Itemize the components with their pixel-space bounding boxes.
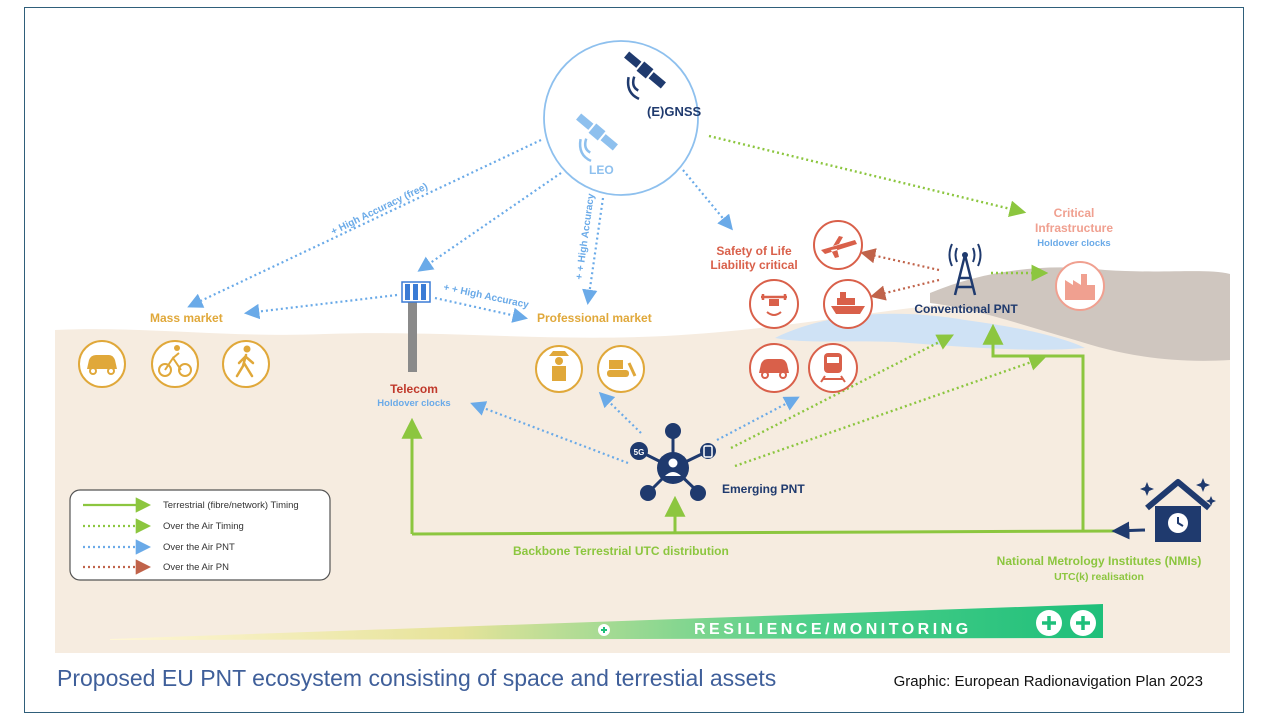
satellite-egnss-icon	[624, 51, 666, 101]
arrow-space-to-safety-of-life	[682, 169, 733, 231]
leo-label: LEO	[589, 163, 614, 177]
factory-icon	[1055, 261, 1105, 311]
label-high-accuracy-free: + High Accuracy (free)	[329, 181, 429, 237]
arrow-telecom-to-professional	[434, 296, 529, 323]
emerging-pnt-title: Emerging PNT	[722, 482, 805, 496]
plus-icon	[1036, 610, 1062, 636]
arrow-telecom-to-mass-market	[243, 293, 398, 320]
arrow-emerging-to-critical	[734, 354, 1047, 468]
radio-tower-icon	[948, 243, 982, 296]
emerging-pnt-hub-icon: 5G	[630, 423, 716, 501]
legend-item-ota-timing: Over the Air Timing	[83, 518, 244, 534]
mountain-area	[930, 267, 1230, 361]
telecom-tower-icon	[401, 281, 431, 372]
pnt-ecosystem-diagram: (E)GNSS LEO + High Accuracy (free) + + H…	[55, 40, 1230, 653]
critical-infrastructure-line2: Infrastructure	[1035, 221, 1113, 235]
resilience-label: RESILIENCE/MONITORING	[694, 621, 972, 638]
mass-market-icons	[78, 340, 270, 388]
figure-caption: Proposed EU PNT ecosystem consisting of …	[57, 665, 777, 691]
backbone-line	[411, 529, 1118, 536]
arrow-space-to-critical-infrastructure	[708, 134, 1027, 218]
hub-5g-badge: 5G	[634, 448, 645, 457]
resilience-bar: RESILIENCE/MONITORING	[110, 604, 1103, 640]
critical-infrastructure-subtitle: Holdover clocks	[1037, 238, 1110, 249]
car-icon	[749, 343, 799, 393]
farmer-icon	[535, 345, 583, 393]
legend-label-ota-pn: Over the Air PN	[163, 562, 229, 573]
professional-market-icons	[535, 345, 645, 393]
arrow-space-to-mass-market	[187, 139, 542, 308]
telecom-title: Telecom	[390, 382, 438, 396]
nmi-to-backbone-arrow	[1111, 521, 1146, 540]
safety-of-life-icons	[749, 220, 873, 393]
ship-icon	[823, 279, 873, 329]
pedestrian-icon	[222, 340, 270, 388]
car-icon	[78, 340, 126, 388]
professional-market-title: Professional market	[537, 311, 652, 325]
nmi-house-icon	[1140, 478, 1216, 542]
arrow-conventional-to-airplane	[859, 248, 940, 272]
backbone-to-critical	[982, 323, 1085, 531]
airplane-icon	[813, 220, 863, 270]
legend-item-ota-pn: Over the Air PN	[83, 559, 229, 575]
legend-label-ota-pnt: Over the Air PNT	[163, 542, 235, 553]
safety-of-life-line1: Safety of Life	[716, 244, 792, 258]
arrow-emerging-to-professional	[598, 391, 642, 434]
legend-label-ota-timing: Over the Air Timing	[163, 521, 244, 532]
backbone-label: Backbone Terrestrial UTC distribution	[513, 544, 729, 558]
conventional-pnt-title: Conventional PNT	[914, 302, 1018, 316]
diagram-frame: (E)GNSS LEO + High Accuracy (free) + + H…	[24, 7, 1244, 713]
nmi-title: National Metrology Institutes (NMIs)	[997, 554, 1202, 568]
legend-item-ota-pnt: Over the Air PNT	[83, 539, 235, 555]
mass-market-title: Mass market	[150, 311, 223, 325]
arrow-emerging-to-conventional	[730, 334, 954, 450]
satellite-leo-icon	[576, 113, 618, 163]
bulldozer-icon	[597, 345, 645, 393]
legend-item-terrestrial: Terrestrial (fibre/network) Timing	[83, 497, 299, 513]
nmi-subtitle: UTC(k) realisation	[1054, 571, 1144, 583]
arrow-emerging-to-safety-of-life	[716, 396, 800, 441]
figure-credit: Graphic: European Radionavigation Plan 2…	[893, 673, 1203, 690]
drone-icon	[749, 279, 799, 329]
train-icon	[808, 343, 858, 393]
arrow-space-to-telecom	[417, 172, 562, 272]
arrow-conventional-to-ship	[870, 278, 940, 301]
label-high-accuracy-space: + + High Accuracy	[574, 192, 597, 280]
safety-of-life-line2: Liability critical	[710, 258, 797, 272]
label-high-accuracy-telecom: + + High Accuracy	[442, 282, 530, 311]
egnss-label: (E)GNSS	[647, 104, 702, 119]
critical-infrastructure-line1: Critical	[1054, 206, 1095, 220]
plus-icon	[1070, 610, 1096, 636]
ground-area	[55, 293, 1230, 653]
legend: Terrestrial (fibre/network) Timing Over …	[69, 489, 331, 581]
legend-label-terrestrial: Terrestrial (fibre/network) Timing	[163, 500, 299, 511]
bicycle-icon	[151, 340, 199, 388]
telecom-subtitle: Holdover clocks	[377, 398, 450, 409]
